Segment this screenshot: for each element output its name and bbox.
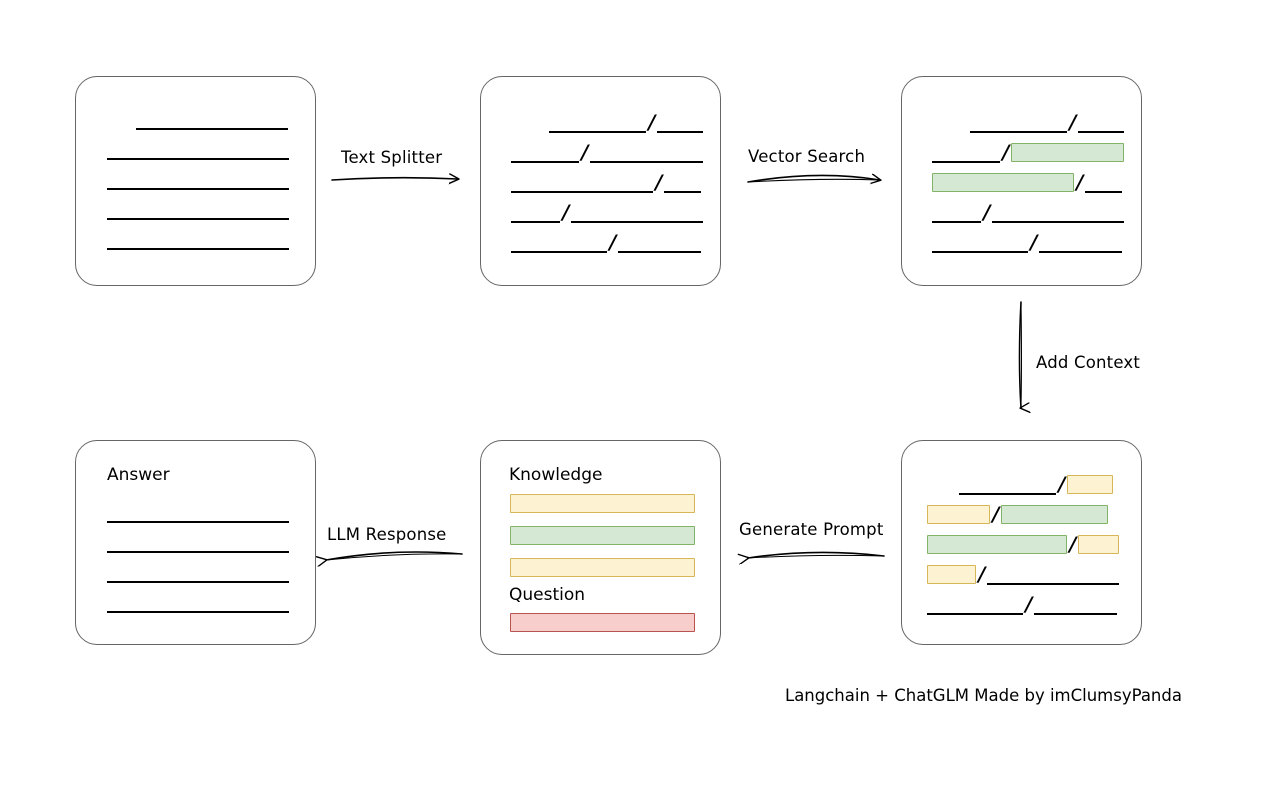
matched-chunks-box[interactable]: / / / / / bbox=[901, 76, 1142, 286]
question-bar bbox=[510, 613, 695, 632]
text-rule bbox=[1034, 593, 1118, 615]
chunk-row: / bbox=[959, 472, 1114, 496]
chunk-separator: / bbox=[648, 110, 656, 134]
chunk-separator: / bbox=[1069, 110, 1077, 134]
context-chunk-highlight bbox=[927, 564, 976, 584]
answer-heading: Answer bbox=[107, 465, 170, 485]
edge-label-text-splitter: Text Splitter bbox=[341, 148, 443, 167]
knowledge-bar bbox=[510, 494, 695, 513]
arrow-generate-prompt bbox=[748, 551, 885, 558]
chunk-separator: / bbox=[609, 230, 617, 254]
matched-chunk-highlight bbox=[932, 172, 1074, 192]
chunk-row: / bbox=[927, 592, 1118, 616]
context-chunk-highlight bbox=[927, 504, 990, 524]
chunk-row: / bbox=[511, 170, 702, 194]
chunk-separator: / bbox=[978, 562, 986, 586]
chunk-row: / bbox=[932, 200, 1125, 224]
chunk-row: / bbox=[932, 230, 1123, 254]
chunk-separator: / bbox=[562, 200, 570, 224]
matched-chunk-highlight bbox=[1001, 504, 1109, 524]
answer-document-box[interactable]: Answer bbox=[75, 440, 316, 645]
prompt-panel-box[interactable]: Knowledge Question bbox=[480, 440, 721, 655]
chunk-row: / bbox=[927, 562, 1120, 586]
chunk-row: / bbox=[927, 532, 1120, 556]
matched-chunk-highlight bbox=[1011, 142, 1125, 162]
source-document-box[interactable] bbox=[75, 76, 316, 286]
chunk-separator: / bbox=[992, 502, 1000, 526]
text-rule bbox=[511, 231, 607, 253]
arrow-add-context bbox=[1018, 301, 1022, 408]
context-chunk-highlight bbox=[1067, 474, 1114, 494]
text-rule bbox=[511, 171, 653, 193]
matched-chunk-highlight bbox=[927, 534, 1067, 554]
text-rule bbox=[657, 111, 704, 133]
text-rule bbox=[549, 111, 646, 133]
edge-label-llm-response: LLM Response bbox=[327, 525, 447, 544]
text-rule bbox=[932, 201, 981, 223]
text-rule bbox=[987, 563, 1120, 585]
chunk-row: / bbox=[511, 230, 702, 254]
chunk-row: / bbox=[549, 110, 704, 134]
chunk-row: / bbox=[970, 110, 1125, 134]
text-rule bbox=[932, 141, 1000, 163]
text-rule bbox=[932, 231, 1028, 253]
chunk-separator: / bbox=[1069, 532, 1077, 556]
knowledge-bar bbox=[510, 526, 695, 545]
text-rule bbox=[1039, 231, 1123, 253]
text-rule bbox=[107, 551, 289, 553]
text-rule bbox=[1078, 111, 1125, 133]
text-rule bbox=[590, 141, 704, 163]
knowledge-heading: Knowledge bbox=[509, 465, 603, 485]
text-rule bbox=[618, 231, 702, 253]
context-chunk-highlight bbox=[1078, 534, 1120, 554]
text-rule bbox=[992, 201, 1125, 223]
text-rule bbox=[107, 611, 289, 613]
text-rule bbox=[136, 128, 288, 130]
chunk-row: / bbox=[927, 502, 1109, 526]
text-rule bbox=[107, 248, 289, 250]
text-rule bbox=[571, 201, 704, 223]
chunk-row: / bbox=[511, 140, 704, 164]
chunk-row: / bbox=[511, 200, 704, 224]
chunk-separator: / bbox=[1002, 140, 1010, 164]
text-rule bbox=[511, 141, 579, 163]
text-rule bbox=[107, 521, 289, 523]
text-rule bbox=[107, 218, 289, 220]
text-rule bbox=[970, 111, 1067, 133]
edge-label-add-context: Add Context bbox=[1036, 353, 1141, 372]
text-rule bbox=[927, 593, 1023, 615]
text-rule bbox=[664, 171, 702, 193]
text-rule bbox=[959, 473, 1056, 495]
chunk-separator: / bbox=[1030, 230, 1038, 254]
chunk-separator: / bbox=[983, 200, 991, 224]
chunk-separator: / bbox=[1025, 592, 1033, 616]
arrow-llm-response bbox=[326, 551, 463, 560]
chunk-separator: / bbox=[655, 170, 663, 194]
text-rule bbox=[107, 581, 289, 583]
chunk-separator: / bbox=[1058, 472, 1066, 496]
edge-label-vector-search: Vector Search bbox=[748, 147, 866, 166]
arrow-vector-search bbox=[747, 175, 880, 182]
question-heading: Question bbox=[509, 585, 586, 605]
text-rule bbox=[1085, 171, 1123, 193]
knowledge-bar bbox=[510, 558, 695, 577]
text-rule bbox=[107, 188, 289, 190]
text-rule bbox=[511, 201, 560, 223]
chunk-separator: / bbox=[1076, 170, 1084, 194]
context-chunks-box[interactable]: / / / / / bbox=[901, 440, 1142, 645]
edge-label-generate-prompt: Generate Prompt bbox=[739, 520, 884, 539]
chunk-row: / bbox=[932, 140, 1125, 164]
footer-credit: Langchain + ChatGLM Made by imClumsyPand… bbox=[785, 686, 1182, 705]
split-chunks-box[interactable]: / / / / / bbox=[480, 76, 721, 286]
chunk-row: / bbox=[932, 170, 1123, 194]
text-rule bbox=[107, 158, 289, 160]
chunk-separator: / bbox=[581, 140, 589, 164]
arrow-text-splitter bbox=[331, 178, 458, 180]
